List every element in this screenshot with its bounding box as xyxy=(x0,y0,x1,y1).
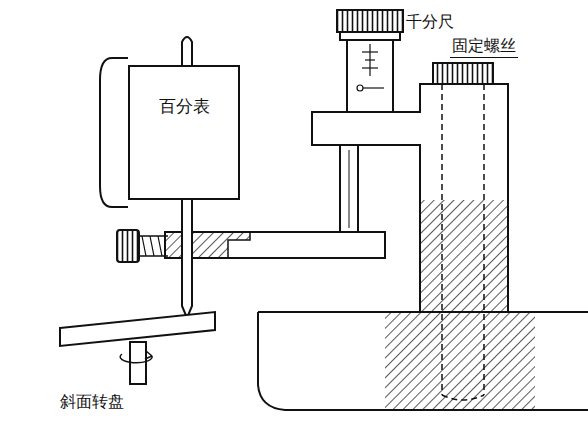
part-label: 千分尺 xyxy=(404,12,456,33)
node-text: 百分表 xyxy=(159,95,210,118)
indicator-body: 百分表 xyxy=(128,65,240,200)
part-label: 固定螺丝 xyxy=(450,36,518,58)
part-label: 斜面转盘 xyxy=(58,392,126,413)
